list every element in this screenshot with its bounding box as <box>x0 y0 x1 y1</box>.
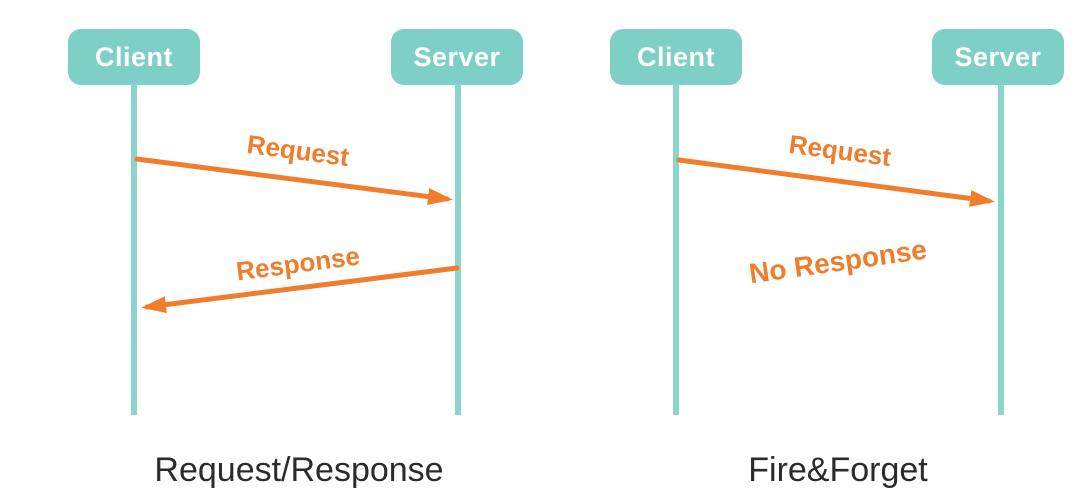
actor-box-client: Client <box>610 29 742 85</box>
response-message-label: Response <box>234 240 362 287</box>
diagram-caption-request-response: Request/Response <box>154 451 444 489</box>
actor-label: Client <box>636 41 715 72</box>
actor-label: Server <box>413 41 501 72</box>
lifeline-server <box>455 84 461 415</box>
actor-label: Client <box>94 41 173 72</box>
actor-box-server: Server <box>932 29 1064 85</box>
diagram-caption-fire-forget: Fire&Forget <box>748 451 928 489</box>
actor-box-server: Server <box>391 29 523 85</box>
request-message-label: Request <box>245 128 351 173</box>
actor-box-client: Client <box>68 29 200 85</box>
request-arrow <box>676 157 995 207</box>
no-response-annotation: No Response <box>747 233 929 290</box>
request-message-label: Request <box>787 128 893 173</box>
actor-label: Server <box>954 41 1042 72</box>
lifeline-client <box>673 84 679 415</box>
lifeline-client <box>131 84 137 415</box>
lifeline-server <box>998 84 1004 415</box>
